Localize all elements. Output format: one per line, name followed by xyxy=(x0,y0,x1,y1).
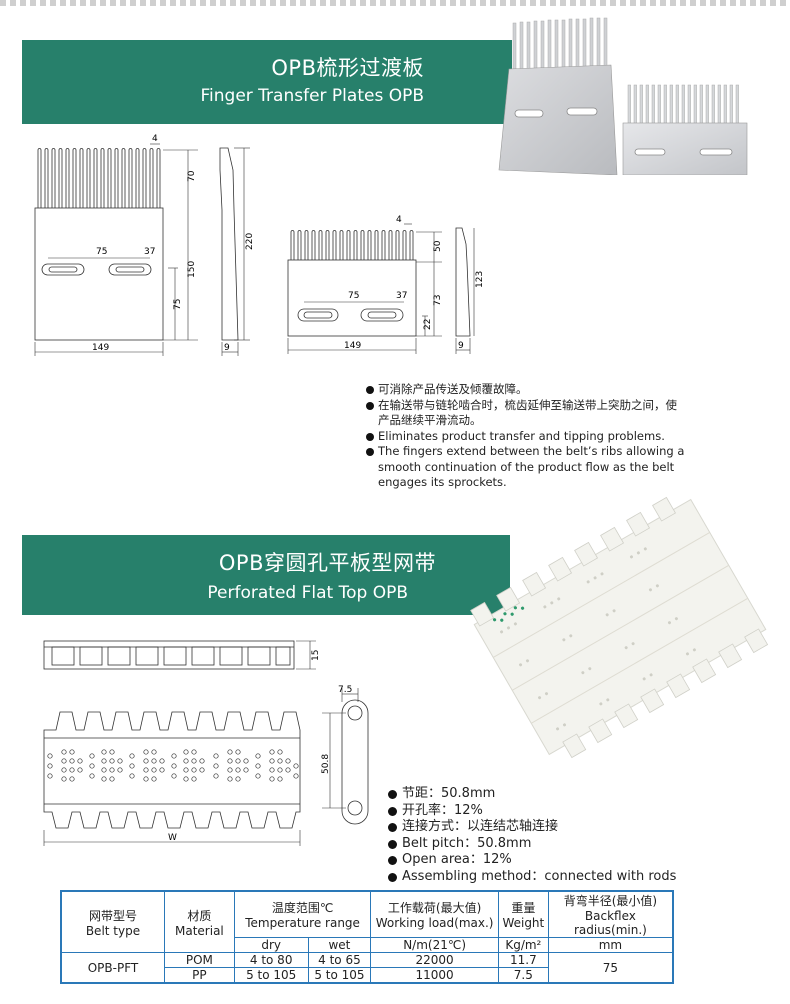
dim-rod: 7.5 xyxy=(338,685,352,695)
row-pp-material: PP xyxy=(163,967,235,984)
unit-dry: dry xyxy=(233,937,309,953)
dim-pitch: 50.8 xyxy=(321,754,331,774)
dim-belt-width: W xyxy=(168,833,177,843)
row-pp-weight: 7.5 xyxy=(497,967,549,984)
dim2-mid: 73 xyxy=(433,295,443,306)
section2-banner: OPB穿圆孔平板型网带 Perforated Flat Top OPB xyxy=(22,535,510,615)
header-backflex: 背弯半径(最小值)Backflex radius(min.) xyxy=(547,890,674,938)
section1-title-cn: OPB梳形过渡板 xyxy=(271,56,424,80)
unit-weight: Kg/m² xyxy=(497,937,549,953)
row-pom-material: POM xyxy=(163,952,235,968)
dim2-slot-w: 75 xyxy=(348,291,359,301)
belt-top-view-drawing: W xyxy=(43,711,301,846)
finger-plate-photo xyxy=(498,17,748,175)
row-belt-type: OPB-PFT xyxy=(60,952,165,984)
section1-features: 可消除产品传送及倾覆故障。 在输送带与链轮啮合时，梳齿延伸至输送带上突肋之间，使… xyxy=(366,382,686,491)
section1-title-en: Finger Transfer Plates OPB xyxy=(200,86,424,106)
dim-mid: 150 xyxy=(187,261,197,278)
feature-en-2: The fingers extend between the belt’s ri… xyxy=(366,444,686,491)
dim-slot-w: 75 xyxy=(96,247,107,257)
dim-total: 220 xyxy=(245,233,255,250)
unit-wet: wet xyxy=(307,937,372,953)
section1-banner: OPB梳形过渡板 Finger Transfer Plates OPB xyxy=(22,40,512,124)
spec-assembly-cn: 连接方式：以连结芯轴连接 xyxy=(388,819,676,836)
header-working-load: 工作载荷(最大值)Working load(max.) xyxy=(370,890,499,938)
feature-cn-2: 在输送带与链轮啮合时，梳齿延伸至输送带上突肋之间，使产品继续平滑流动。 xyxy=(366,398,686,429)
row-pom-wet: 4 to 65 xyxy=(307,952,372,968)
belt-side-view-drawing: 15 xyxy=(43,640,321,670)
spec-open-cn: 开孔率：12% xyxy=(388,803,676,820)
spec-pitch-en: Belt pitch：50.8mm xyxy=(388,836,676,853)
spec-assembly-en: Assembling method：connected with rods xyxy=(388,869,676,886)
dim2-width: 149 xyxy=(344,341,361,351)
dim2-tooth: 4 xyxy=(396,215,402,225)
belt-link-drawing: 7.5 50.8 xyxy=(321,685,369,825)
top-dashed-border xyxy=(0,0,790,6)
spec-pitch-cn: 节距：50.8mm xyxy=(388,786,676,803)
unit-load: N/m(21℃) xyxy=(370,937,499,953)
row-pom-load: 22000 xyxy=(370,952,499,968)
section2-features: 节距：50.8mm 开孔率：12% 连接方式：以连结芯轴连接 Belt pitc… xyxy=(388,786,676,886)
dim-width: 149 xyxy=(92,343,109,353)
dim-belt-height: 15 xyxy=(311,650,321,661)
finger-plate-drawing-large: 4 70 150 75 220 75 37 149 9 xyxy=(34,134,255,356)
row-pp-wet: 5 to 105 xyxy=(307,967,372,984)
feature-en-1: Eliminates product transfer and tipping … xyxy=(366,429,686,445)
dim2-slot-gap: 37 xyxy=(396,291,407,301)
section2-title-cn: OPB穿圆孔平板型网带 xyxy=(218,551,436,575)
dim-low: 75 xyxy=(173,299,183,310)
dim2-low: 22 xyxy=(423,319,433,330)
spec-open-en: Open area：12% xyxy=(388,852,676,869)
dim2-upper: 50 xyxy=(433,240,443,252)
finger-plate-drawing-small: 4 50 73 22 123 75 37 149 9 xyxy=(287,215,484,354)
row-pom-dry: 4 to 80 xyxy=(233,952,309,968)
section2-title-en: Perforated Flat Top OPB xyxy=(207,583,408,603)
unit-backflex: mm xyxy=(547,937,674,953)
row-backflex: 75 xyxy=(547,952,674,984)
dim2-thick: 9 xyxy=(458,341,464,351)
dim-tooth: 4 xyxy=(152,134,158,144)
dim2-total: 123 xyxy=(475,271,484,288)
row-pp-dry: 5 to 105 xyxy=(233,967,309,984)
dim-thick: 9 xyxy=(224,343,230,353)
row-pp-load: 11000 xyxy=(370,967,499,984)
dim-upper: 70 xyxy=(187,170,197,182)
row-pom-weight: 11.7 xyxy=(497,952,549,968)
perforated-belt-photo xyxy=(470,496,769,759)
dim-slot-gap: 37 xyxy=(144,247,155,257)
feature-cn-1: 可消除产品传送及倾覆故障。 xyxy=(366,382,686,398)
